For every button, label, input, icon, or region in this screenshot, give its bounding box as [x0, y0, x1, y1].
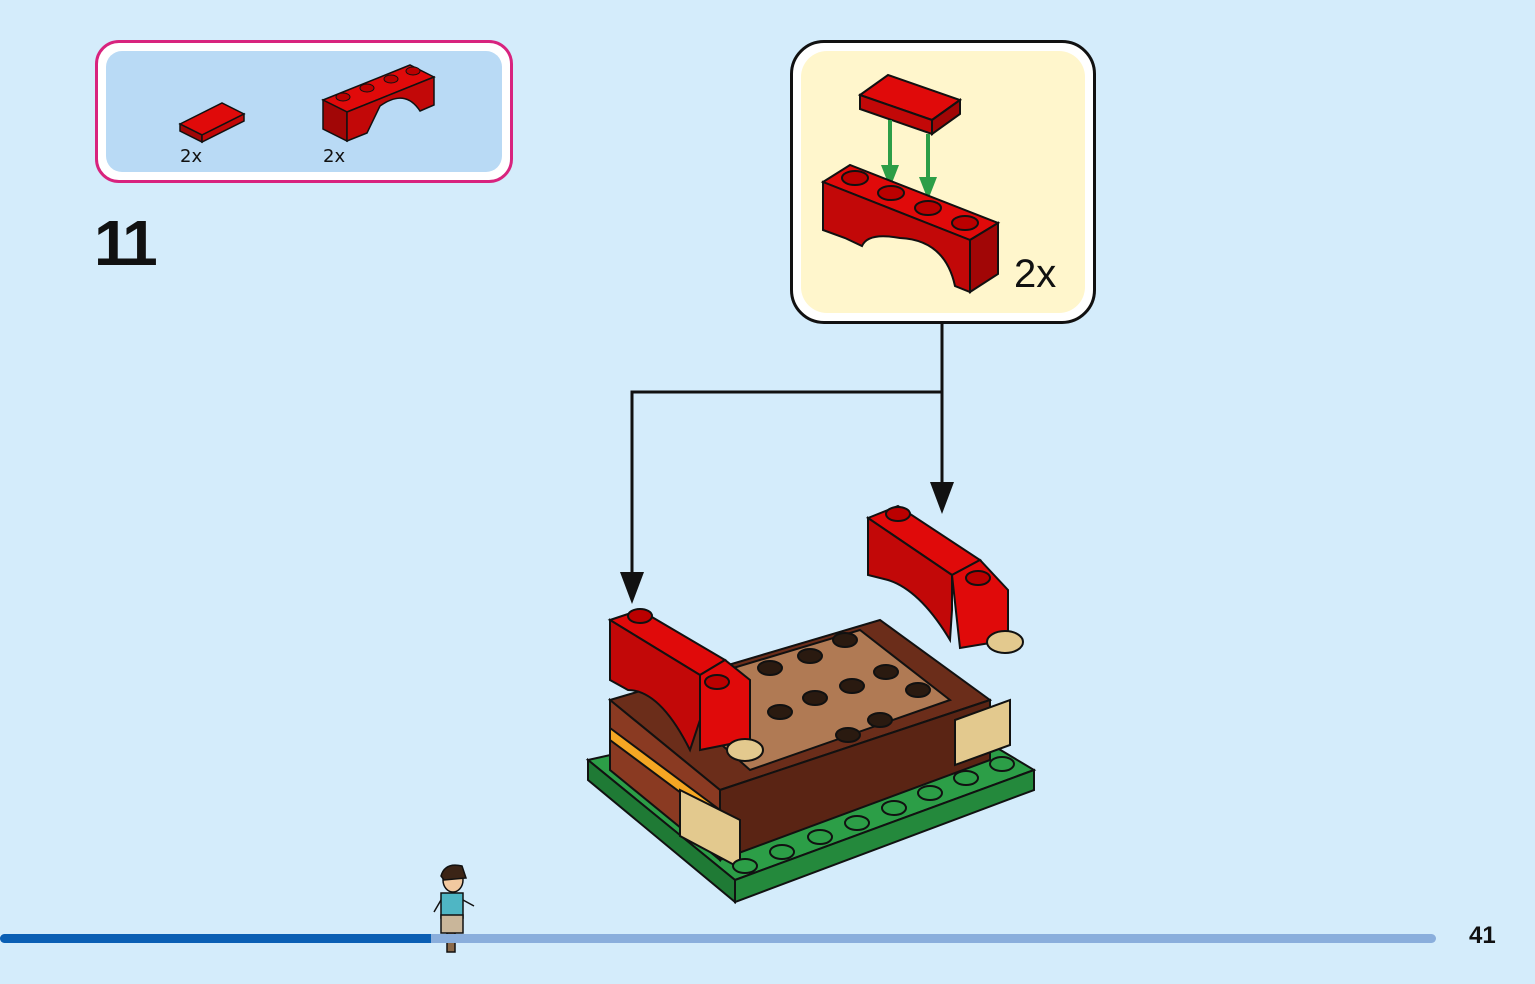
- part-count-plate: 2x: [180, 146, 203, 167]
- page-number: 41: [1469, 922, 1496, 949]
- arrow-down-icon: [930, 482, 954, 514]
- parts-list-inner: [106, 51, 502, 172]
- parts-list-box: [95, 40, 513, 183]
- progress-bar: [0, 934, 1436, 943]
- red-arch-icon: [321, 64, 436, 143]
- red-plate-icon: [178, 102, 246, 144]
- lego-model: [585, 504, 1037, 905]
- progress-fill: [0, 934, 431, 943]
- arrow-down-icon: [620, 572, 644, 604]
- part-count-arch: 2x: [323, 146, 346, 167]
- minifigure-icon: [433, 864, 475, 953]
- step-number: 11: [94, 207, 158, 279]
- callout-count: 2x: [1014, 252, 1057, 296]
